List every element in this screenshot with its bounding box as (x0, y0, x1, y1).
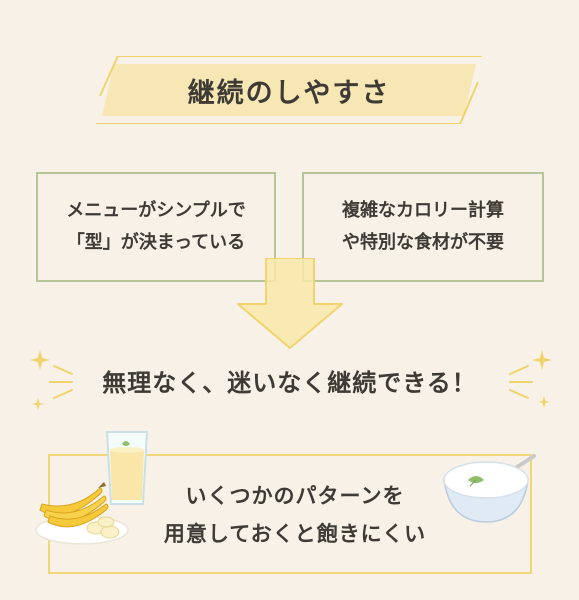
smoothie-glass-icon (105, 431, 149, 505)
tip-text: いくつかのパターンを 用意しておくと飽きにくい (150, 460, 440, 570)
sparkle-left-icon (30, 350, 73, 410)
point-text-line: 「型」が決まっている (66, 232, 246, 253)
page-title: 継続のしやすさ (187, 77, 391, 109)
point-text-line: や特別な食材が不要 (342, 232, 504, 253)
yogurt-bowl-icon (443, 454, 536, 523)
tip-text-line: いくつかのパターンを (185, 484, 405, 508)
banner-shape (96, 56, 482, 124)
down-arrow-icon (237, 258, 343, 349)
sparkle-right-icon (509, 350, 552, 408)
point-text-line: 複雑なカロリー計算 (342, 200, 504, 221)
point-box-no-calorie-calc: 複雑なカロリー計算 や特別な食材が不要 (302, 172, 544, 282)
title-banner: 継続のしやすさ (96, 56, 482, 124)
point-box-simple-menu: メニューがシンプルで 「型」が決まっている (36, 172, 276, 282)
tip-text-line: 用意しておくと飽きにくい (163, 522, 427, 546)
result-statement: 無理なく、迷いなく継続できる！ (102, 368, 477, 397)
banana-icon (35, 482, 129, 545)
point-text-line: メニューがシンプルで (66, 200, 246, 221)
